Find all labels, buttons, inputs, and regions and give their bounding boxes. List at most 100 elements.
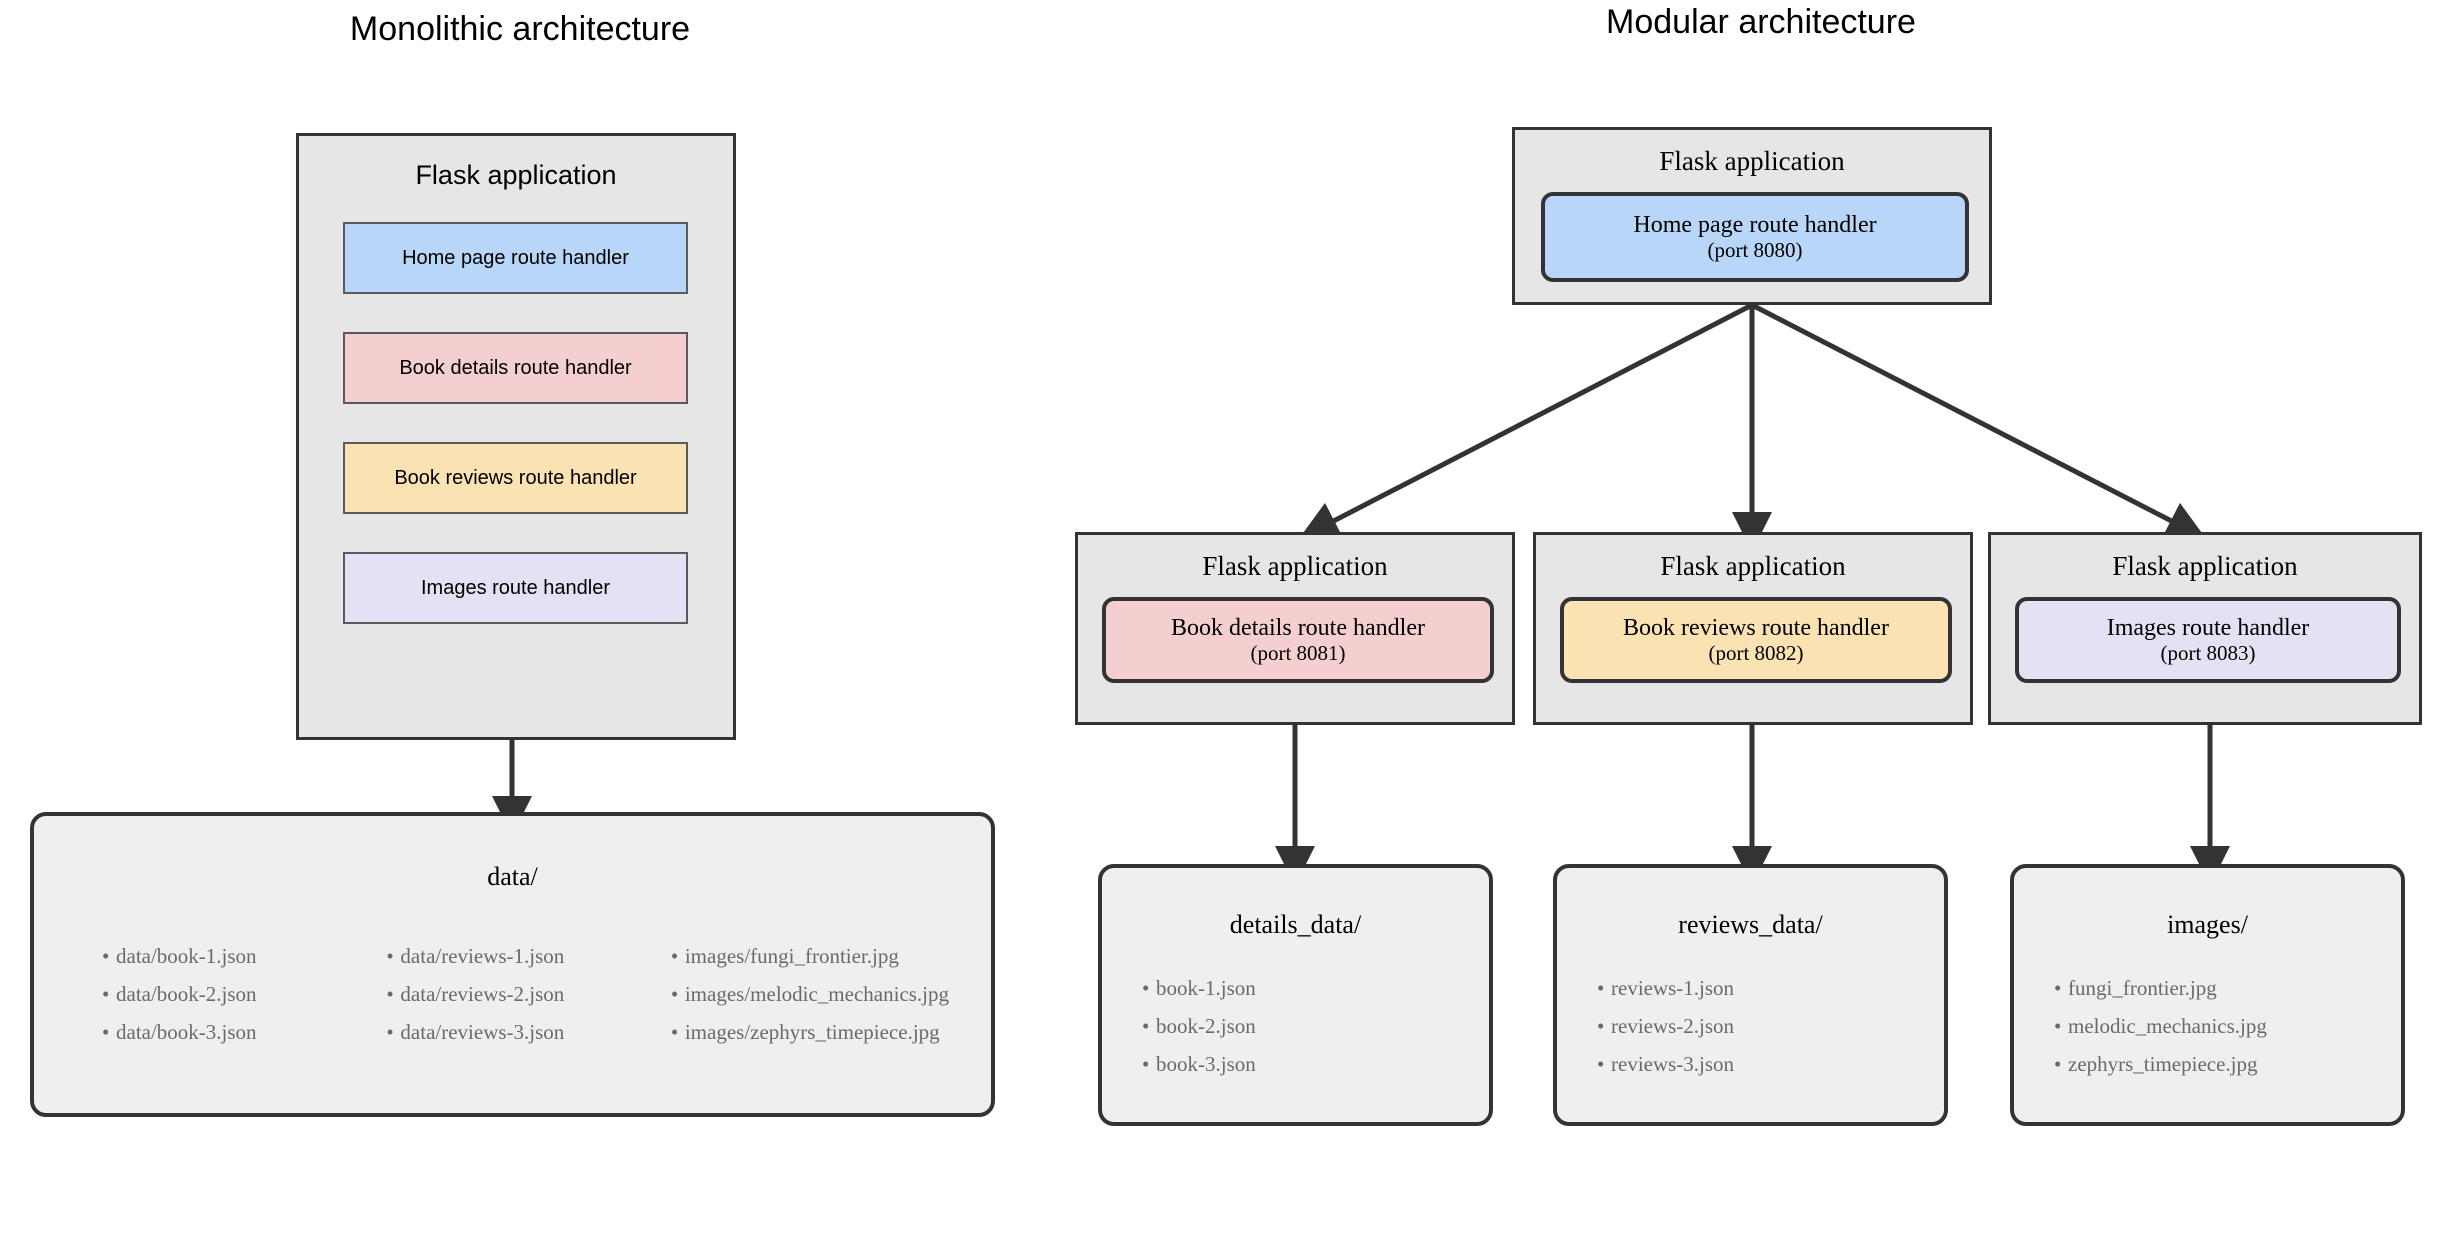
handler-home-page[interactable]: Home page route handler: [343, 222, 688, 294]
bullet-icon: •: [1597, 976, 1605, 1000]
list-item: •data/reviews-2.json: [386, 984, 644, 1005]
file-name: images/zephyrs_timepiece.jpg: [684, 1020, 940, 1044]
reviews-data-folder-box: reviews_data/ •reviews-1.json •reviews-2…: [1553, 864, 1948, 1126]
file-name: melodic_mechanics.jpg: [2068, 1014, 2267, 1038]
data-file-column: •data/reviews-1.json •data/reviews-2.jso…: [360, 946, 644, 1060]
modular-images-flask-application-box: Flask application Images route handler (…: [1988, 532, 2422, 725]
bullet-icon: •: [102, 982, 110, 1006]
file-name: reviews-1.json: [1611, 976, 1735, 1000]
file-name: images/fungi_frontier.jpg: [684, 944, 899, 968]
bullet-icon: •: [386, 1020, 394, 1044]
list-item: •book-2.json: [1142, 1016, 1475, 1037]
modular-images-flask-application-label: Flask application: [2112, 551, 2298, 581]
monolithic-architecture-title: Monolithic architecture: [349, 10, 691, 48]
list-item: •data/reviews-1.json: [386, 946, 644, 967]
handler-images-label: Images route handler: [420, 576, 610, 599]
list-item: •images/zephyrs_timepiece.jpg: [671, 1022, 949, 1043]
list-item: •images/melodic_mechanics.jpg: [671, 984, 949, 1005]
modular-details-flask-application-box: Flask application Book details route han…: [1075, 532, 1515, 725]
list-item: •reviews-1.json: [1597, 978, 1930, 999]
bullet-icon: •: [2054, 1052, 2062, 1076]
list-item: •zephyrs_timepiece.jpg: [2054, 1054, 2387, 1075]
list-item: •data/book-2.json: [102, 984, 360, 1005]
monolith-data-folder-box: data/ •data/book-1.json •data/book-2.jso…: [30, 812, 995, 1117]
file-name: reviews-2.json: [1611, 1014, 1735, 1038]
handler-book-reviews-label: Book reviews route handler: [394, 466, 637, 489]
bullet-icon: •: [1142, 1052, 1150, 1076]
data-file-column: •fungi_frontier.jpg •melodic_mechanics.j…: [2028, 978, 2387, 1092]
bullet-icon: •: [670, 944, 679, 968]
bullet-icon: •: [1597, 1014, 1605, 1038]
handler-book-details[interactable]: Book details route handler: [343, 332, 688, 404]
bullet-icon: •: [386, 982, 394, 1006]
bullet-icon: •: [1142, 976, 1150, 1000]
list-item: •data/book-3.json: [102, 1022, 360, 1043]
handler-images[interactable]: Images route handler: [343, 552, 688, 624]
modular-root-flask-application-label: Flask application: [1659, 146, 1845, 176]
handler-book-reviews-8082-port: (port 8082): [1708, 640, 1804, 665]
list-item: •fungi_frontier.jpg: [2054, 978, 2387, 999]
file-name: book-2.json: [1156, 1014, 1256, 1038]
file-name: images/melodic_mechanics.jpg: [684, 982, 950, 1006]
file-name: zephyrs_timepiece.jpg: [2068, 1052, 2258, 1076]
arrow-root-to-details: [1298, 302, 1754, 540]
bullet-icon: •: [1597, 1052, 1605, 1076]
images-data-folder-title: images/: [2167, 910, 2248, 939]
arrow-root-to-images: [1750, 302, 2207, 539]
handler-images-8083-port: (port 8083): [2160, 640, 2256, 665]
handler-book-details-8081[interactable]: Book details route handler (port 8081): [1102, 597, 1494, 683]
bullet-icon: •: [102, 1020, 110, 1044]
file-name: data/book-3.json: [116, 1020, 257, 1044]
data-file-column: •book-1.json •book-2.json •book-3.json: [1116, 978, 1475, 1092]
list-item: •data/reviews-3.json: [386, 1022, 644, 1043]
bullet-icon: •: [386, 944, 394, 968]
list-item: •images/fungi_frontier.jpg: [671, 946, 949, 967]
handler-book-details-8081-label: Book details route handler: [1171, 614, 1425, 641]
file-name: fungi_frontier.jpg: [2068, 976, 2217, 1000]
bullet-icon: •: [1142, 1014, 1150, 1038]
data-file-column: •images/fungi_frontier.jpg •images/melod…: [645, 946, 949, 1060]
monolith-flask-application-label: Flask application: [415, 160, 617, 190]
handler-book-details-8081-port: (port 8081): [1250, 640, 1346, 665]
details-data-folder-title: details_data/: [1229, 910, 1362, 939]
handler-images-8083-label: Images route handler: [2106, 614, 2310, 641]
reviews-data-folder-title: reviews_data/: [1678, 910, 1823, 939]
handler-home-page-8080-label: Home page route handler: [1633, 211, 1877, 238]
bullet-icon: •: [102, 944, 110, 968]
data-file-column: •data/book-1.json •data/book-2.json •dat…: [76, 946, 360, 1060]
list-item: •book-1.json: [1142, 978, 1475, 999]
file-name: data/book-2.json: [116, 982, 257, 1006]
details-data-folder-box: details_data/ •book-1.json •book-2.json …: [1098, 864, 1493, 1126]
monolith-data-folder-title: data/: [487, 862, 538, 891]
handler-book-reviews[interactable]: Book reviews route handler: [343, 442, 688, 514]
file-name: book-3.json: [1156, 1052, 1256, 1076]
modular-details-flask-application-label: Flask application: [1202, 551, 1388, 581]
list-item: •reviews-3.json: [1597, 1054, 1930, 1075]
file-name: data/reviews-1.json: [400, 944, 565, 968]
file-name: data/book-1.json: [116, 944, 257, 968]
handler-images-8083[interactable]: Images route handler (port 8083): [2015, 597, 2401, 683]
list-item: •data/book-1.json: [102, 946, 360, 967]
file-name: book-1.json: [1156, 976, 1256, 1000]
handler-book-reviews-8082-label: Book reviews route handler: [1623, 614, 1889, 641]
handler-home-page-8080[interactable]: Home page route handler (port 8080): [1541, 192, 1969, 282]
modular-reviews-flask-application-label: Flask application: [1660, 551, 1846, 581]
handler-home-page-8080-port: (port 8080): [1707, 237, 1803, 262]
list-item: •melodic_mechanics.jpg: [2054, 1016, 2387, 1037]
modular-reviews-flask-application-box: Flask application Book reviews route han…: [1533, 532, 1973, 725]
images-data-folder-box: images/ •fungi_frontier.jpg •melodic_mec…: [2010, 864, 2405, 1126]
modular-architecture-title: Modular architecture: [1606, 3, 1916, 41]
data-file-column: •reviews-1.json •reviews-2.json •reviews…: [1571, 978, 1930, 1092]
list-item: •reviews-2.json: [1597, 1016, 1930, 1037]
handler-home-page-label: Home page route handler: [402, 246, 629, 269]
modular-root-flask-application-box: Flask application Home page route handle…: [1512, 127, 1992, 305]
bullet-icon: •: [2054, 976, 2062, 1000]
file-name: data/reviews-3.json: [400, 1020, 565, 1044]
bullet-icon: •: [670, 1020, 679, 1044]
handler-book-reviews-8082[interactable]: Book reviews route handler (port 8082): [1560, 597, 1952, 683]
file-name: reviews-3.json: [1611, 1052, 1735, 1076]
file-name: data/reviews-2.json: [400, 982, 565, 1006]
monolith-flask-application-box: Flask application Home page route handle…: [296, 133, 736, 740]
list-item: •book-3.json: [1142, 1054, 1475, 1075]
